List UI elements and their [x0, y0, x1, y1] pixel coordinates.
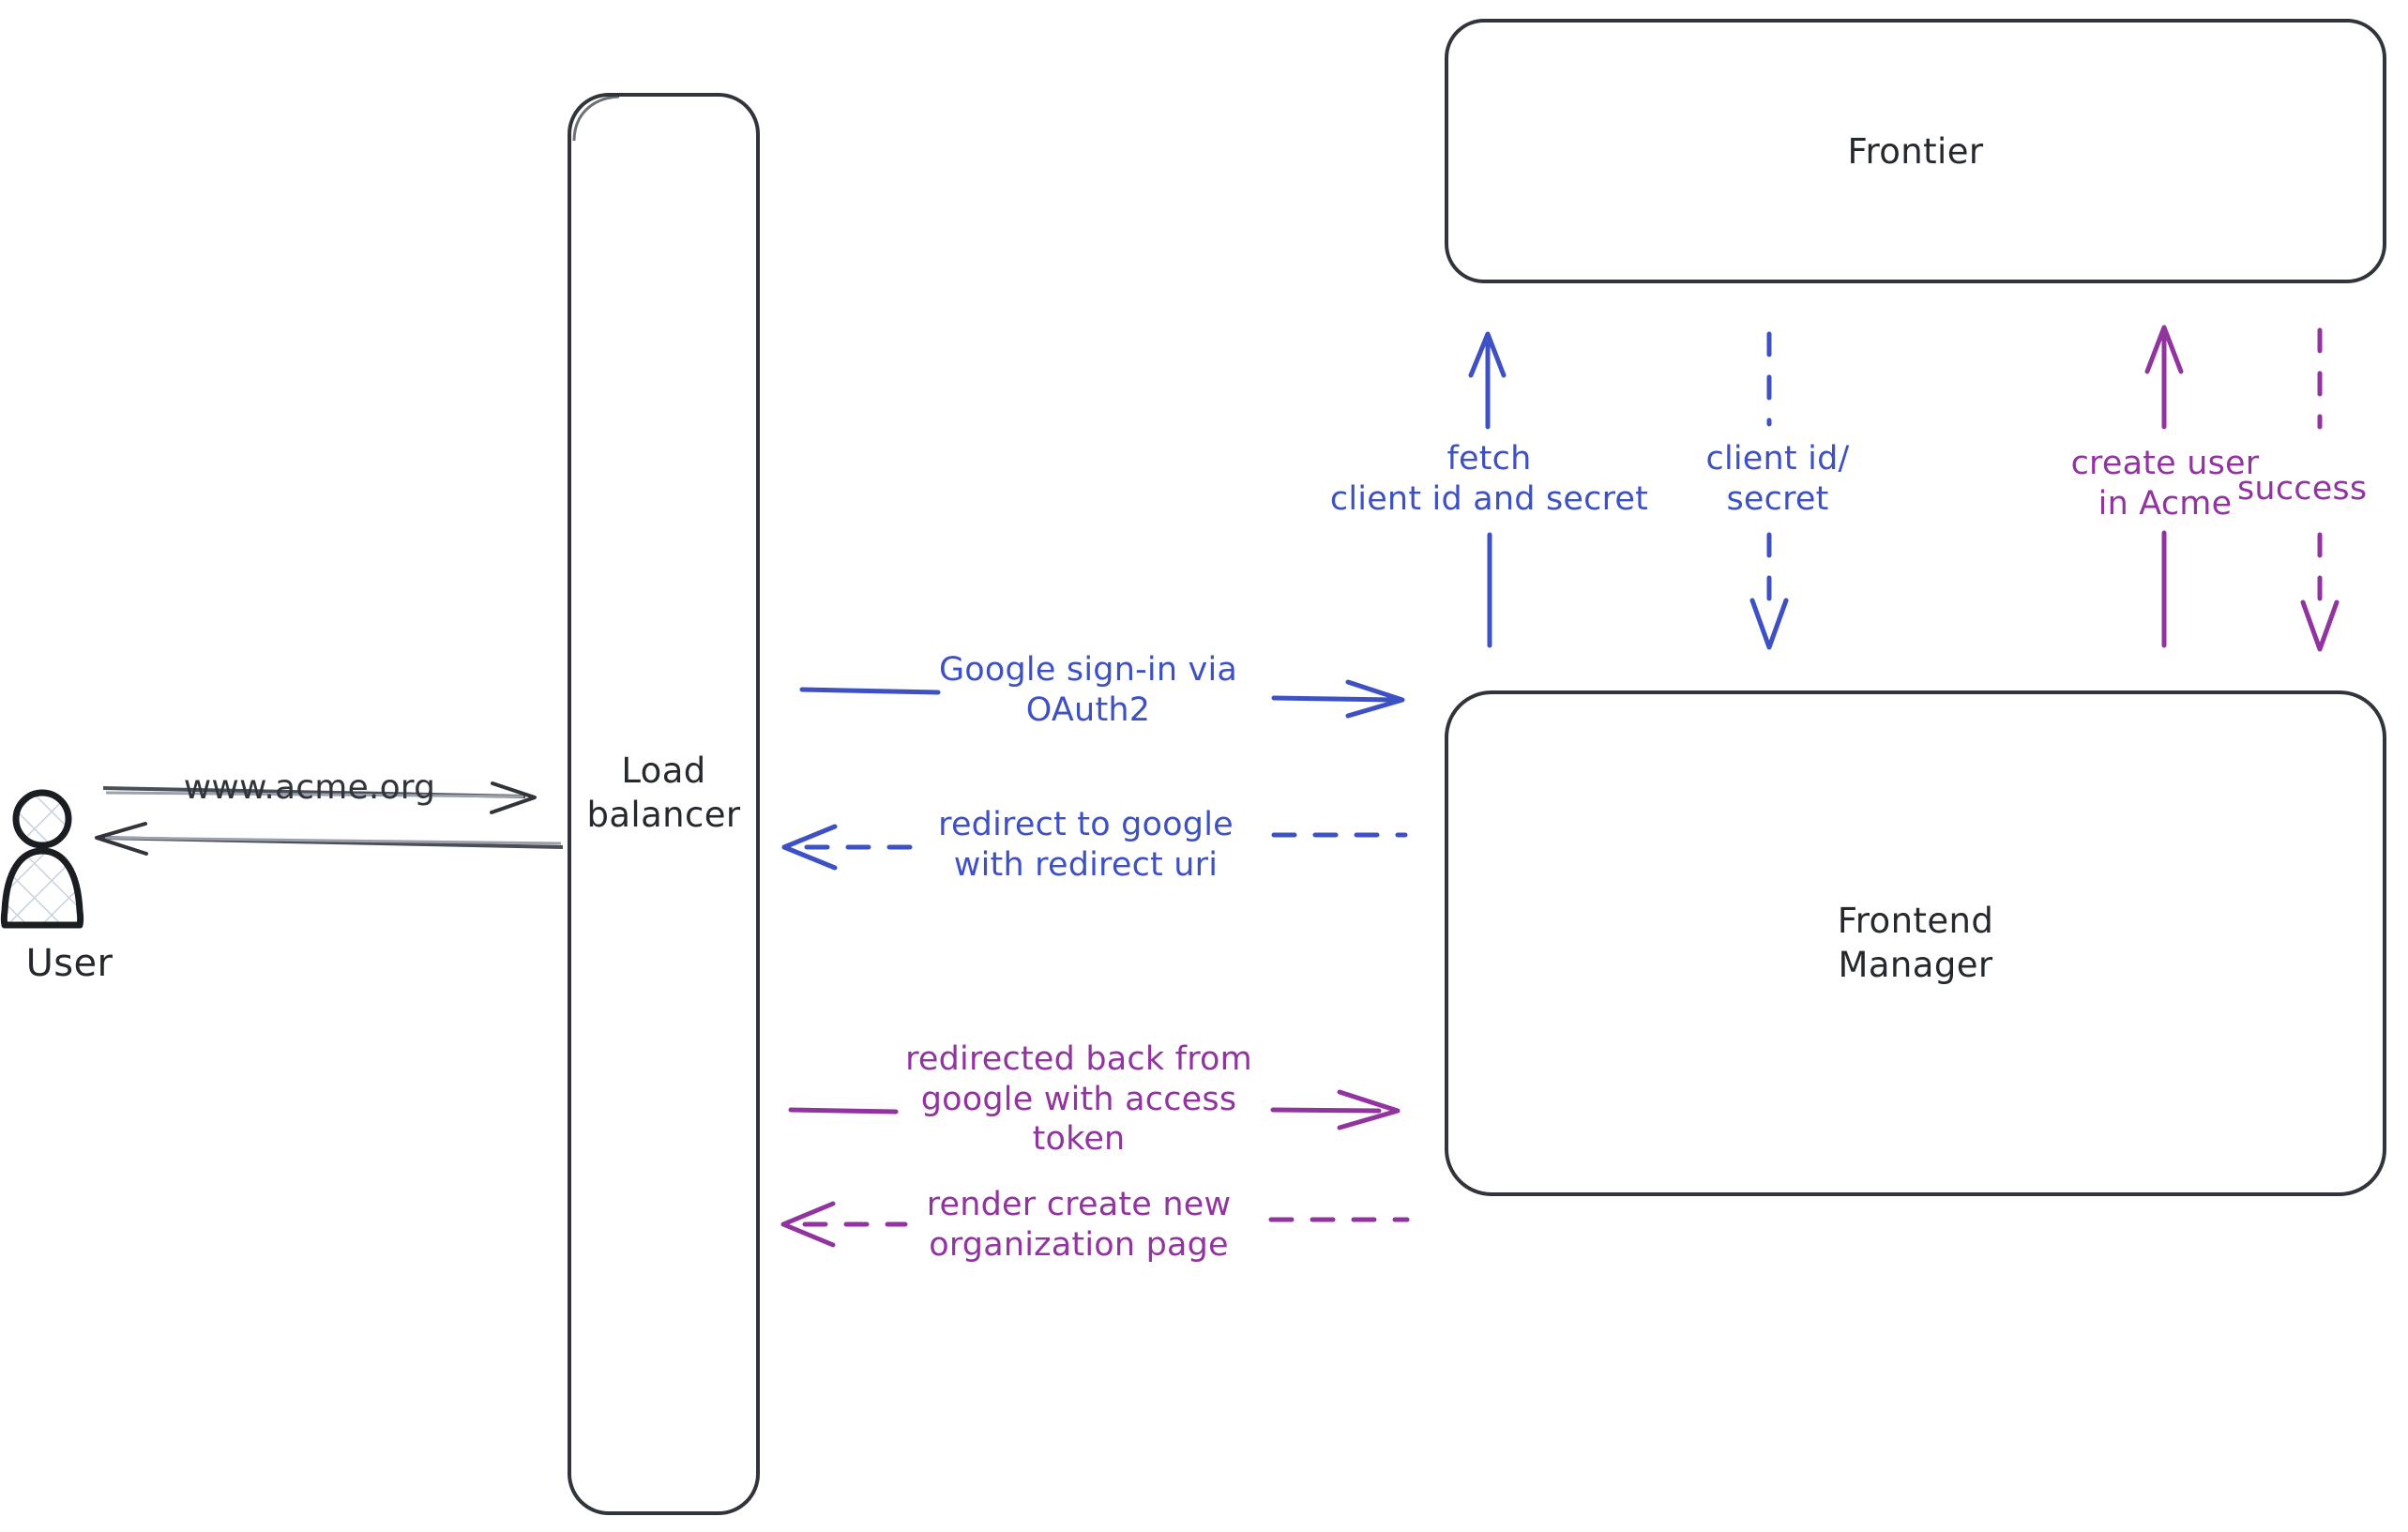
edge-fm-to-lb-render	[780, 1201, 1410, 1248]
edge-label-fm-to-lb-redirect: redirect to google with redirect uri	[938, 806, 1234, 884]
user-actor-icon	[0, 789, 84, 929]
load-balancer-label: Load balancer	[586, 751, 741, 836]
edge-lb-to-fm-token	[788, 1089, 1401, 1130]
edge-label-lb-to-fm-signin: Google sign-in via OAuth2	[938, 651, 1238, 729]
edge-label-frontier-to-fm-creds: client id/ secret	[1705, 440, 1850, 518]
frontend-manager-node[interactable]	[1445, 690, 2386, 1196]
frontier-label: Frontier	[1847, 131, 1984, 172]
edge-user-to-lb	[102, 781, 537, 814]
load-balancer-node[interactable]	[568, 93, 760, 1515]
frontier-node[interactable]	[1445, 19, 2386, 283]
edge-label-user-to-lb: www.acme.org	[183, 768, 436, 807]
edge-fm-to-lb-redirect	[781, 824, 1408, 871]
edge-label-fm-to-lb-render: render create new organization page	[926, 1186, 1232, 1264]
edge-frontier-to-fm-success	[2300, 327, 2340, 652]
edge-label-lb-to-fm-token: redirected back from google with access …	[905, 1040, 1252, 1159]
edge-label-frontier-to-fm-success: success	[2237, 470, 2368, 508]
edge-lb-to-fm-signin	[799, 679, 1405, 719]
edge-label-fm-to-frontier-create-user: create user in Acme	[2070, 445, 2260, 523]
user-actor-label: User	[25, 942, 114, 985]
edge-fm-to-frontier-create-user	[2144, 325, 2184, 648]
edge-frontier-to-fm-creds	[1749, 331, 1789, 650]
edge-label-fm-to-frontier-fetch: fetch client id and secret	[1329, 440, 1649, 518]
edge-fm-to-frontier-fetch	[1468, 331, 1507, 648]
frontend-manager-label: Frontend Manager	[1837, 901, 1994, 986]
edge-lb-to-user	[95, 822, 564, 856]
